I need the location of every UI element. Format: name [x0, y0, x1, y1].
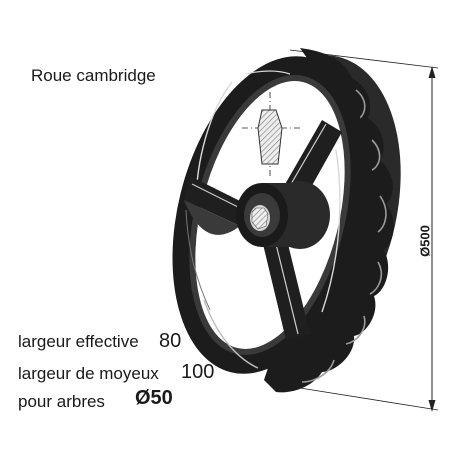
spec-effective-width-label: largeur effective: [18, 332, 139, 351]
spec-hub-width-value: 100: [181, 361, 215, 383]
diameter-dimension-label: Ø500: [417, 225, 433, 257]
dimension-arrow-bottom: [428, 400, 436, 412]
spec-shaft-label: pour arbres: [18, 392, 105, 411]
spec-effective-width-value: 80: [159, 330, 182, 352]
dimension-arrow-top: [428, 66, 436, 78]
spec-hub-width-label: largeur de moyeux: [18, 364, 159, 383]
wheel-hub: [236, 181, 330, 249]
dimension-extension-bottom: [299, 387, 439, 411]
spec-shaft-value: Ø50: [135, 387, 173, 409]
bore-section-detail: [242, 92, 300, 178]
product-title: Roue cambridge: [31, 66, 156, 85]
